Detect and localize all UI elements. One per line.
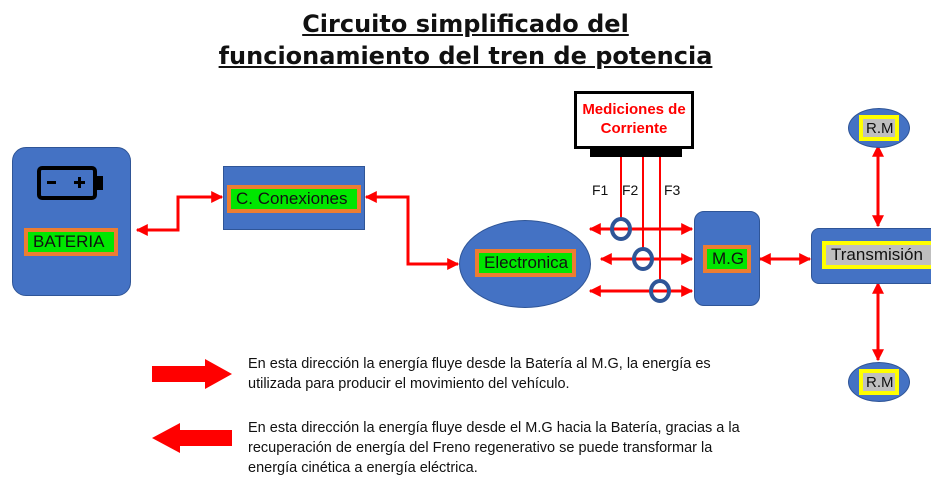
diagram-title-line2: funcionamiento del tren de potencia xyxy=(218,42,713,70)
arrow-conexiones-electronica xyxy=(364,191,460,270)
current-sensor-f1 xyxy=(610,217,632,241)
current-sensor-f3 xyxy=(649,279,671,303)
current-monitor-label: Mediciones de Corriente xyxy=(582,101,686,137)
current-monitor: Mediciones de Corriente xyxy=(574,91,694,149)
battery-block: BATERIA xyxy=(12,147,131,296)
legend-arrow-left xyxy=(152,423,232,453)
electronica-label: Electronica xyxy=(475,249,576,277)
conexiones-block: C. Conexiones xyxy=(223,166,365,230)
sensor-label-f3: F3 xyxy=(664,182,681,198)
sensor-label-f1: F1 xyxy=(592,182,609,198)
diagram-title-line1: Circuito simplificado del xyxy=(302,10,629,38)
sensor-label-f2: F2 xyxy=(622,182,639,198)
legend-backward-text: En esta dirección la energía fluye desde… xyxy=(248,420,740,476)
battery-icon xyxy=(37,166,103,200)
battery-label: BATERIA xyxy=(24,228,118,256)
legend-arrow-right xyxy=(152,359,232,389)
electronica-block: Electronica xyxy=(459,220,591,308)
monitor-stand xyxy=(590,149,682,157)
rm-bottom-block: R.M xyxy=(848,362,910,402)
current-sensor-f2 xyxy=(632,247,654,271)
rm-top-block: R.M xyxy=(848,108,910,148)
rm-bottom-label: R.M xyxy=(859,369,899,395)
legend-forward-text: En esta dirección la energía fluye desde… xyxy=(248,356,711,392)
arrow-bateria-conexiones xyxy=(135,191,224,236)
transmision-label: Transmisión xyxy=(822,241,931,269)
motor-generator-block: M.G xyxy=(694,211,760,306)
conexiones-label: C. Conexiones xyxy=(227,185,361,213)
transmision-block: Transmisión xyxy=(811,228,931,284)
motor-generator-label: M.G xyxy=(703,245,751,273)
rm-top-label: R.M xyxy=(859,115,899,141)
